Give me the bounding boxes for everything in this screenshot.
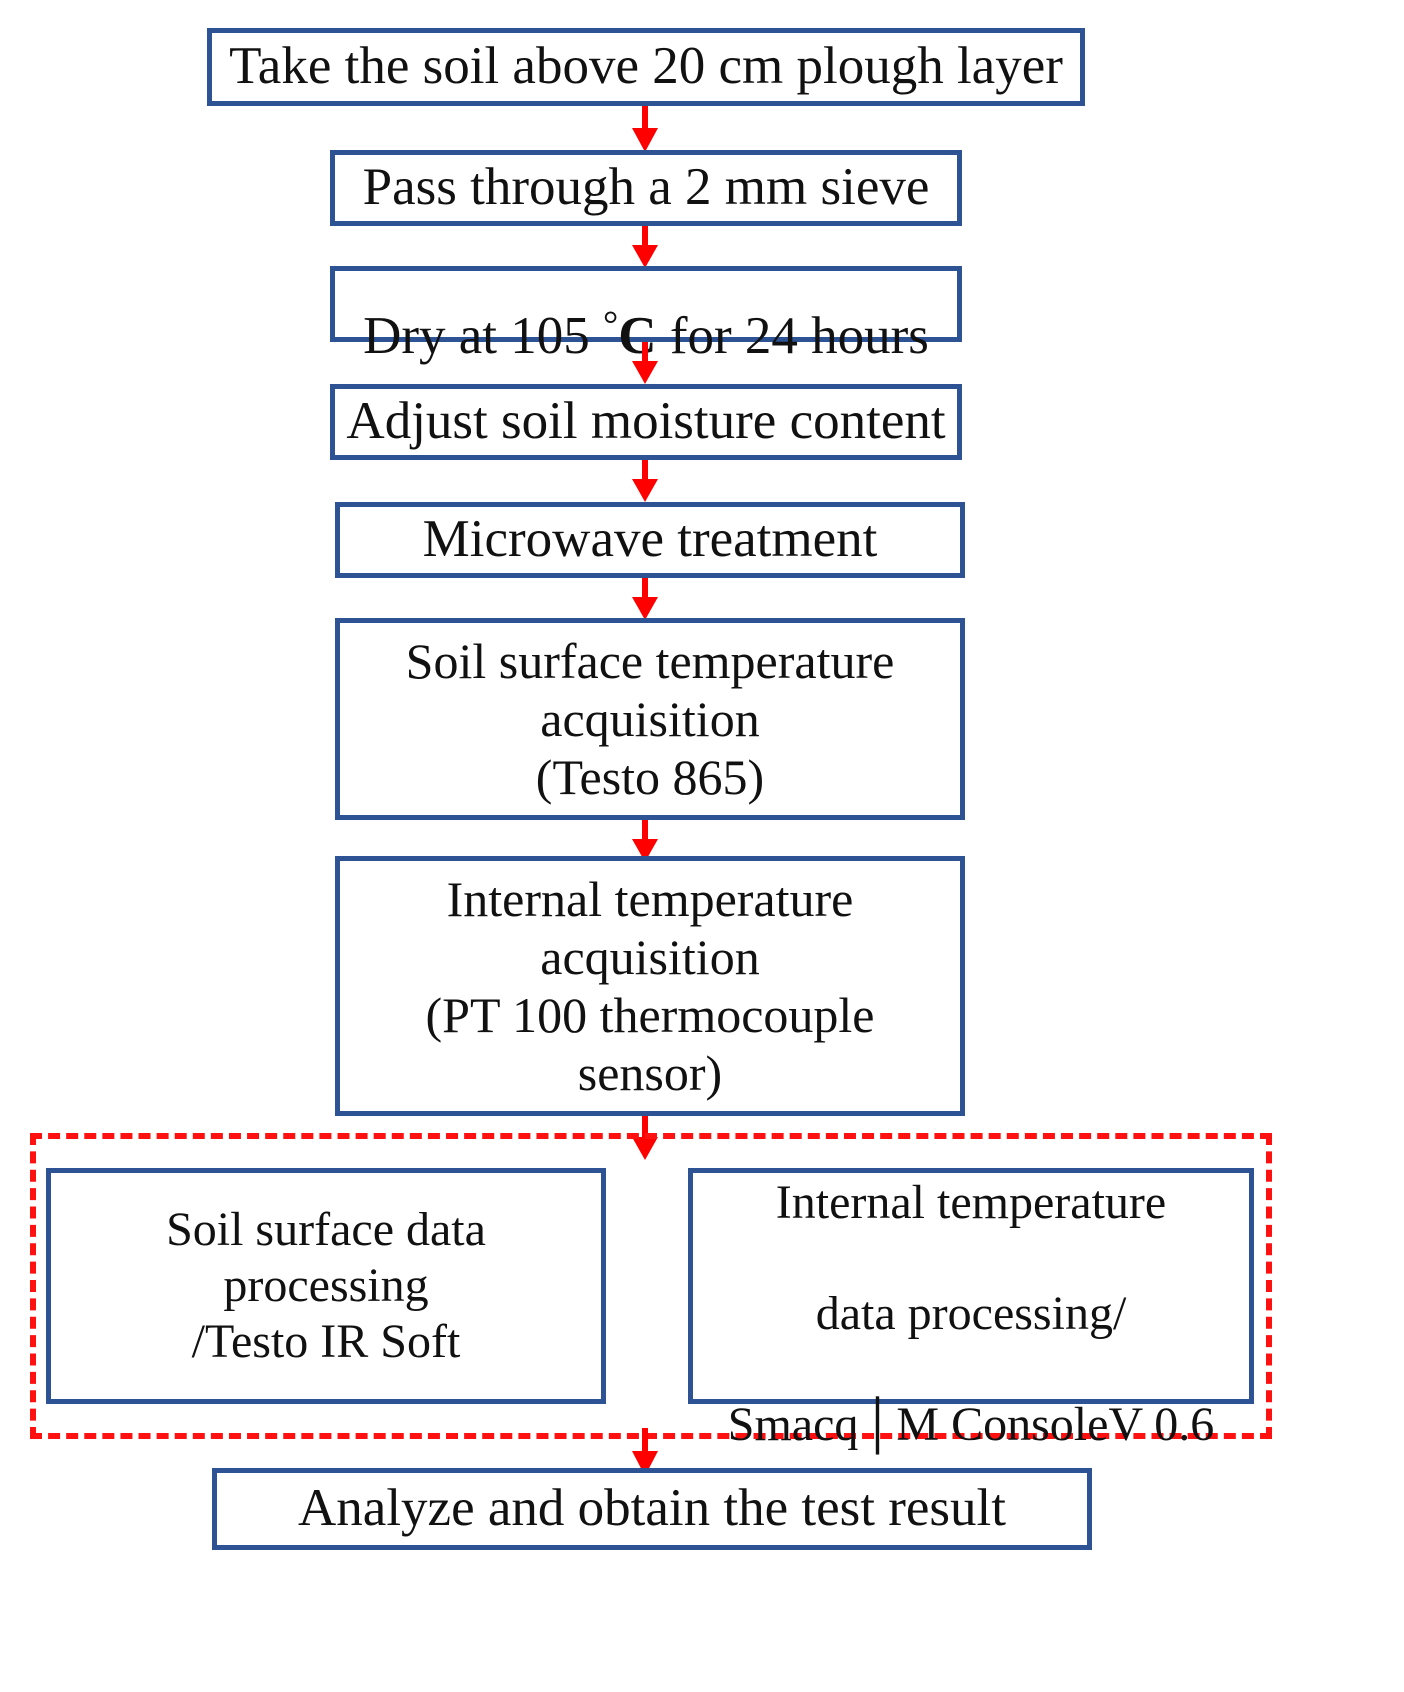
flow-node-label: Analyze and obtain the test result <box>298 1479 1006 1538</box>
flow-node-surface-temp-acquisition[interactable]: Soil surface temperature acquisition (Te… <box>335 618 965 820</box>
dry-label-prefix: Dry at 105 <box>363 306 604 365</box>
vertical-bar-separator: │ <box>860 1398 895 1452</box>
flow-node-internal-data-processing[interactable]: Internal temperature data processing/ Sm… <box>688 1168 1254 1451</box>
arrow-group-n10 <box>628 1428 662 1476</box>
flow-node-label: Pass through a 2 mm sieve <box>362 158 930 217</box>
flow-node-label: Internal temperature data processing/ Sm… <box>693 1119 1249 1453</box>
dry-label-suffix: for 24 hours <box>656 306 929 365</box>
internal-proc-line-3-left: Smacq <box>727 1398 859 1452</box>
arrow-n5-n6 <box>628 578 662 620</box>
flow-node-label: Dry at 105 °C for 24 hours <box>335 241 957 367</box>
internal-proc-line-3-right: M ConsoleV 0.6 <box>896 1398 1215 1452</box>
flow-node-analyze-result[interactable]: Analyze and obtain the test result <box>212 1468 1092 1550</box>
data-processing-group-outline <box>30 1133 1272 1439</box>
celsius-letter: C <box>618 306 657 365</box>
flow-node-label: Soil surface temperature acquisition (Te… <box>405 633 895 805</box>
flow-node-microwave-treatment[interactable]: Microwave treatment <box>335 502 965 578</box>
flow-node-label: Take the soil above 20 cm plough layer <box>229 37 1063 96</box>
flow-node-take-soil[interactable]: Take the soil above 20 cm plough layer <box>207 28 1085 106</box>
flow-node-adjust-moisture[interactable]: Adjust soil moisture content <box>330 384 962 460</box>
arrow-n3-n4 <box>628 342 662 384</box>
flow-node-label: Microwave treatment <box>422 510 878 569</box>
degree-symbol-icon: ° <box>603 303 619 346</box>
internal-proc-line-2: data processing/ <box>815 1287 1127 1340</box>
arrow-n1-n2 <box>628 106 662 152</box>
arrow-n2-n3 <box>628 226 662 268</box>
arrow-n6-n7 <box>628 820 662 862</box>
internal-proc-line-1: Internal temperature <box>775 1175 1167 1229</box>
flow-node-internal-temp-acquisition[interactable]: Internal temperature acquisition (PT 100… <box>335 856 965 1116</box>
flow-node-label: Internal temperature acquisition (PT 100… <box>425 871 875 1101</box>
flow-node-surface-data-processing[interactable]: Soil surface data processing /Testo IR S… <box>46 1168 606 1404</box>
flow-node-dry-105c[interactable]: Dry at 105 °C for 24 hours <box>330 266 962 365</box>
flow-node-label: Soil surface data processing /Testo IR S… <box>166 1203 486 1368</box>
flow-node-label: Adjust soil moisture content <box>346 392 946 451</box>
arrow-n7-group <box>628 1116 662 1160</box>
flow-node-sieve[interactable]: Pass through a 2 mm sieve <box>330 150 962 226</box>
arrow-n4-n5 <box>628 460 662 502</box>
